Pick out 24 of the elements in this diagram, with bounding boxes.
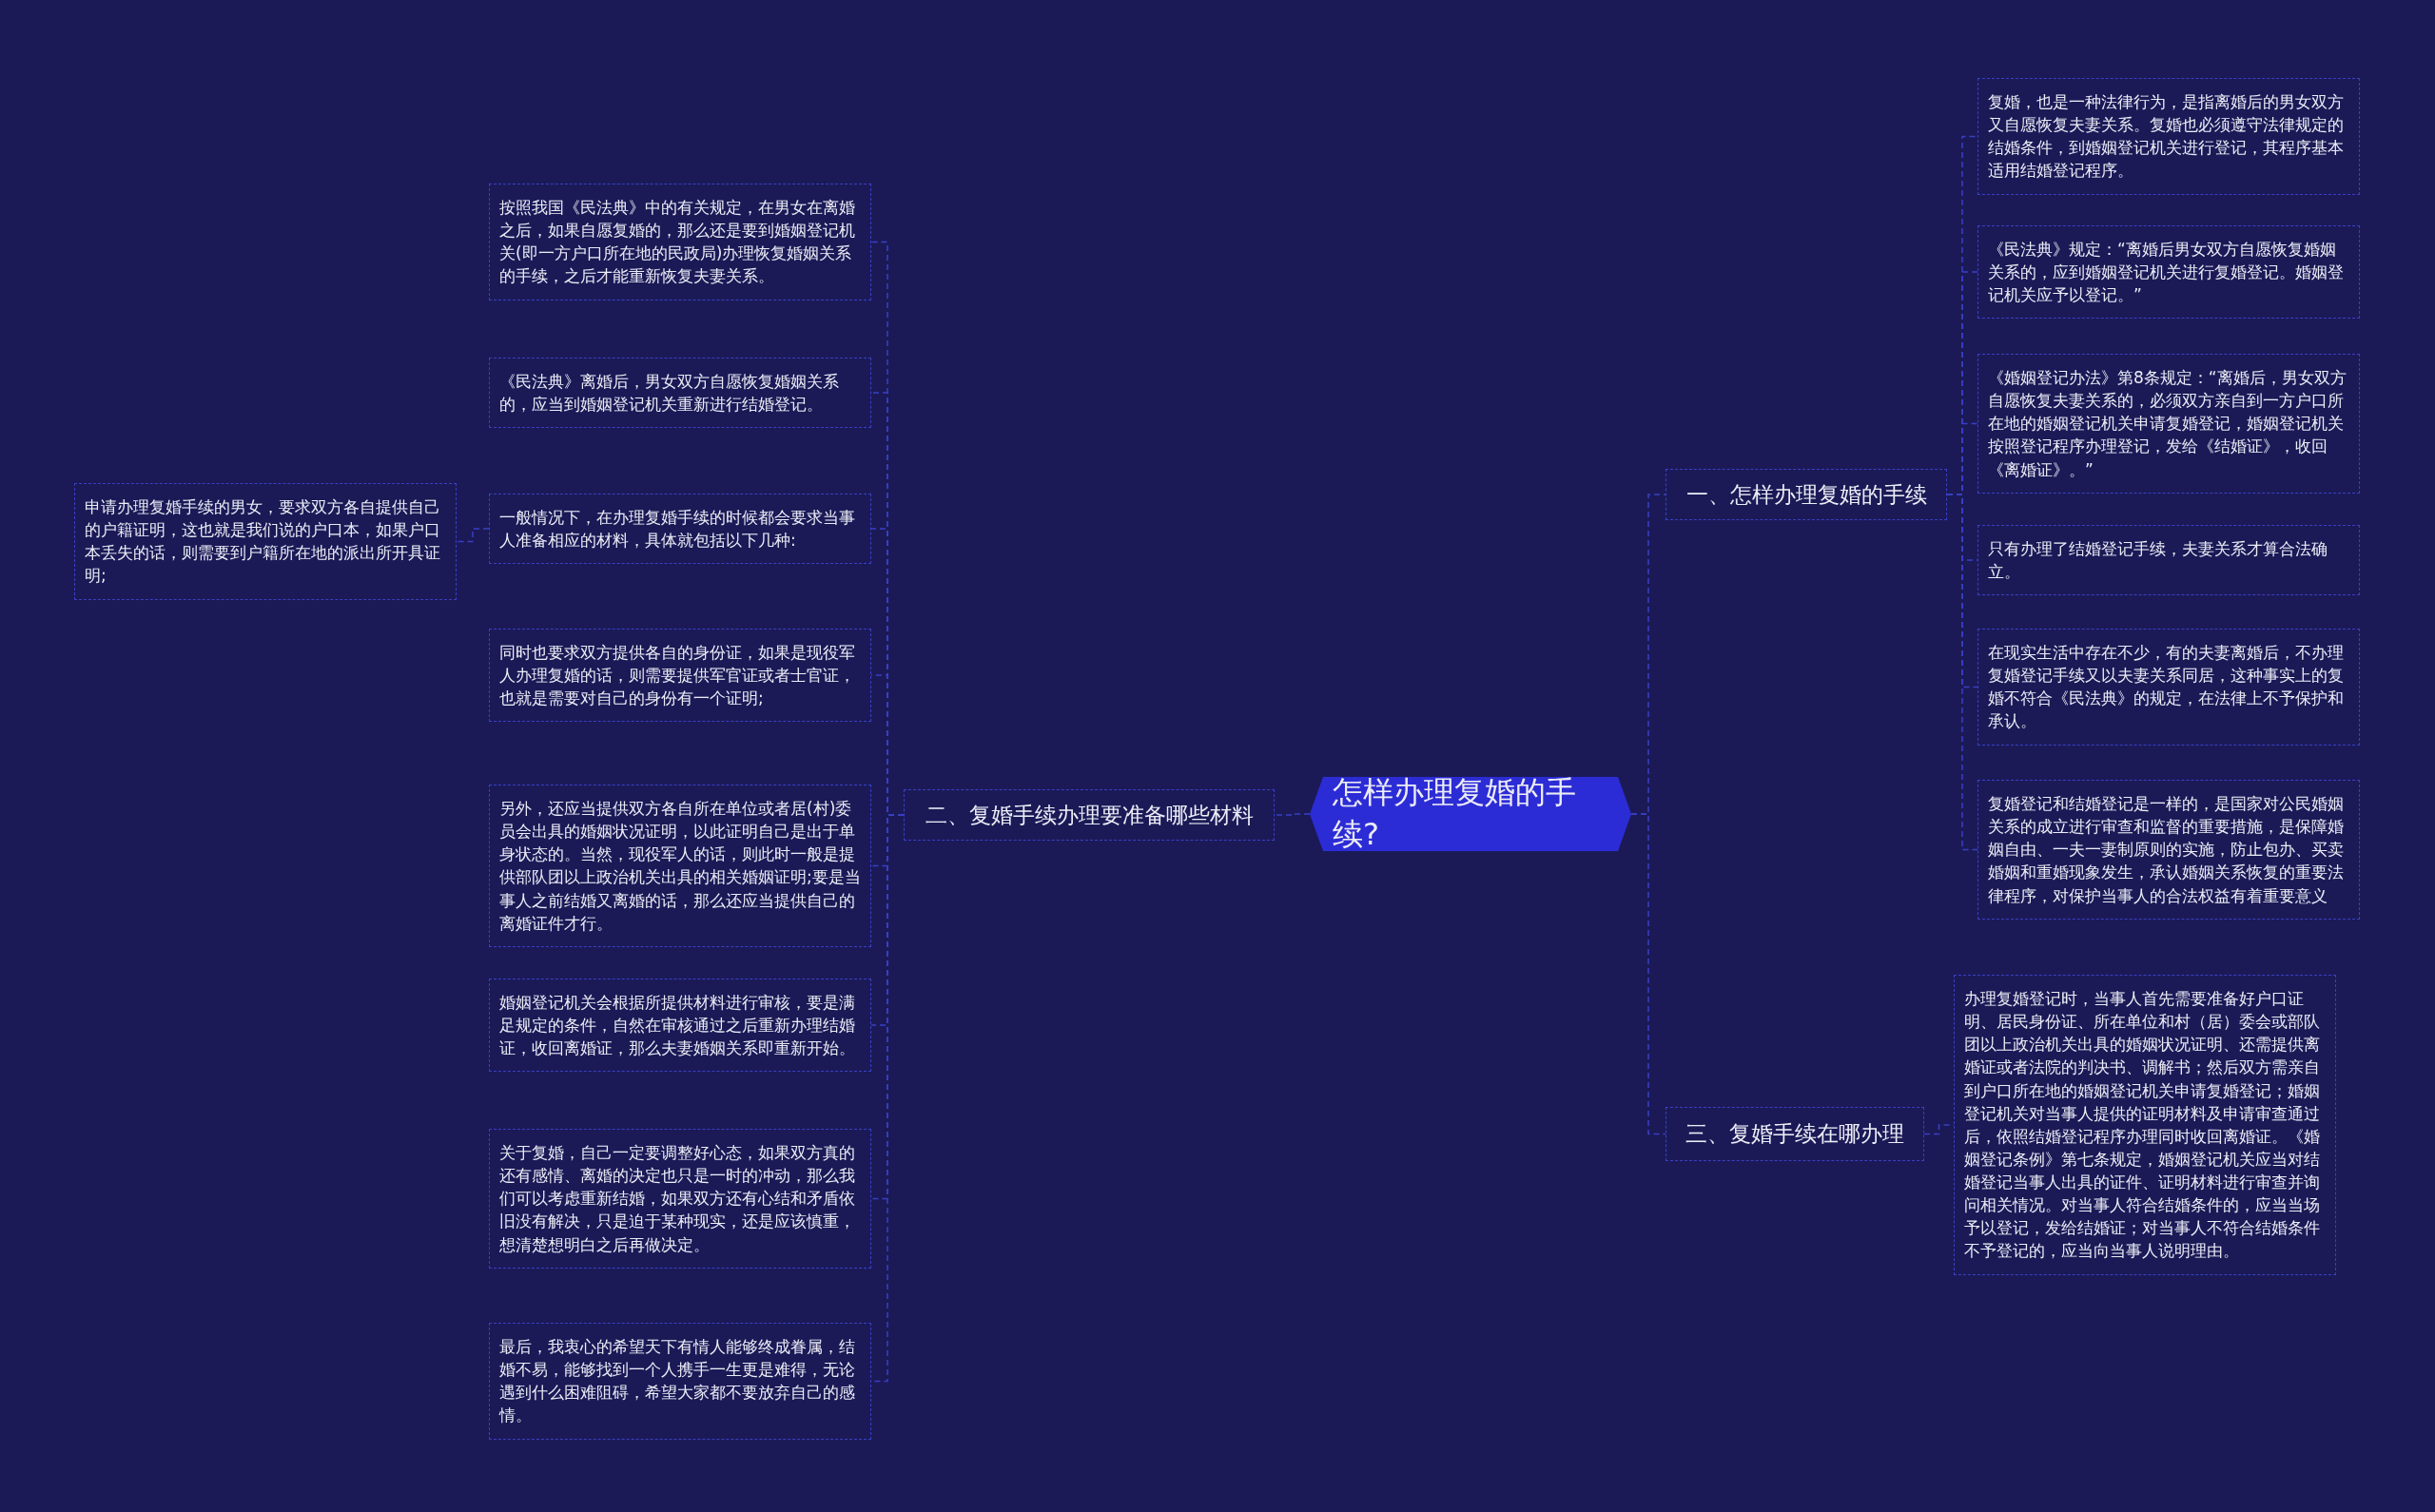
note-card: 复婚登记和结婚登记是一样的，是国家对公民婚姻关系的成立进行审查和监督的重要措施，是保障婚姻自由、一夫一妻制原则的实施，防止包办、买卖婚姻和重婚现象发生，承认婚姻关系恢复的重要法律程序，对保护当事人的合法权益有着重要意义	[1977, 780, 2360, 920]
note-card: 申请办理复婚手续的男女，要求双方各自提供自己的户籍证明，这也就是我们说的户口本，如果户口本丢失的话，则需要到户籍所在地的派出所开具证明;	[74, 483, 457, 600]
note-card: 关于复婚，自己一定要调整好心态，如果双方真的还有感情、离婚的决定也只是一时的冲动，那么我们可以考虑重新结婚，如果双方还有心结和矛盾依旧没有解决，只是迫于某种现实，还是应该慎重，想清楚想明白之后再做决定。	[489, 1129, 871, 1269]
branch-topic: 二、复婚手续办理要准备哪些材料	[904, 789, 1275, 841]
branch-topic: 一、怎样办理复婚的手续	[1666, 469, 1947, 520]
branch-topic: 三、复婚手续在哪办理	[1666, 1107, 1924, 1161]
note-card: 复婚，也是一种法律行为，是指离婚后的男女双方又自愿恢复夫妻关系。复婚也必须遵守法律规定的结婚条件，到婚姻登记机关进行登记，其程序基本适用结婚登记程序。	[1977, 78, 2360, 195]
note-card: 《婚姻登记办法》第8条规定：“离婚后，男女双方自愿恢复夫妻关系的，必须双方亲自到一方户口所在地的婚姻登记机关申请复婚登记，婚姻登记机关按照登记程序办理登记，发给《结婚证》，收回《离婚证》。”	[1977, 354, 2360, 494]
note-card: 按照我国《民法典》中的有关规定，在男女在离婚之后，如果自愿复婚的，那么还是要到婚姻登记机关(即一方户口所在地的民政局)办理恢复婚姻关系的手续，之后才能重新恢复夫妻关系。	[489, 184, 871, 300]
note-card: 一般情况下，在办理复婚手续的时候都会要求当事人准备相应的材料，具体就包括以下几种:	[489, 494, 871, 565]
connector-line	[1630, 813, 1666, 1135]
note-card: 《民法典》规定：“离婚后男女双方自愿恢复婚姻关系的，应到婚姻登记机关进行复婚登记。婚姻登记机关应予以登记。”	[1977, 225, 2360, 320]
central-topic: 怎样办理复婚的手续?	[1310, 777, 1631, 851]
connector-line	[1946, 494, 1978, 851]
note-card: 另外，还应当提供双方各自所在单位或者居(村)委员会出具的婚姻状况证明，以此证明自己是出于单身状态的。当然，现役军人的话，则此时一般是提供部队团以上政治机关出具的相关婚姻证明;要是当事人之前结婚又离婚的话，那么还应当提供自己的离婚证件才行。	[489, 785, 871, 947]
note-card: 最后，我衷心的希望天下有情人能够终成眷属，结婚不易，能够找到一个人携手一生更是难得，无论遇到什么困难阻碍，希望大家都不要放弃自己的感情。	[489, 1323, 871, 1440]
note-card: 办理复婚登记时，当事人首先需要准备好户口证明、居民身份证、所在单位和村（居）委会或部队团以上政治机关出具的婚姻状况证明、还需提供离婚证或者法院的判决书、调解书；然后双方需亲自到户口所在地的婚姻登记机关申请复婚登记；婚姻登记机关对当事人提供的证明材料及申请审查通过后，依照结婚登记程序办理同时收回离婚证。《婚姻登记条例》第七条规定，婚姻登记机关应当对结婚登记当事人出具的证件、证明材料进行审查并询问相关情况。对当事人符合结婚条件的，应当当场予以登记，发给结婚证；对当事人不符合结婚条件不予登记的，应当向当事人说明理由。	[1954, 975, 2336, 1275]
note-card: 《民法典》离婚后，男女双方自愿恢复婚姻关系的，应当到婚姻登记机关重新进行结婚登记。	[489, 358, 871, 429]
note-card: 在现实生活中存在不少，有的夫妻离婚后，不办理复婚登记手续又以夫妻关系同居，这种事实上的复婚不符合《民法典》的规定，在法律上不予保护和承认。	[1977, 629, 2360, 746]
note-card: 婚姻登记机关会根据所提供材料进行审核，要是满足规定的条件，自然在审核通过之后重新办理结婚证，收回离婚证，那么夫妻婚姻关系即重新开始。	[489, 979, 871, 1073]
connector-line	[456, 528, 490, 543]
connector-line	[1274, 813, 1311, 816]
note-card: 同时也要求双方提供各自的身份证，如果是现役军人办理复婚的话，则需要提供军官证或者士官证，也就是需要对自己的身份有一个证明;	[489, 629, 871, 723]
note-card: 只有办理了结婚登记手续，夫妻关系才算合法确立。	[1977, 525, 2360, 596]
